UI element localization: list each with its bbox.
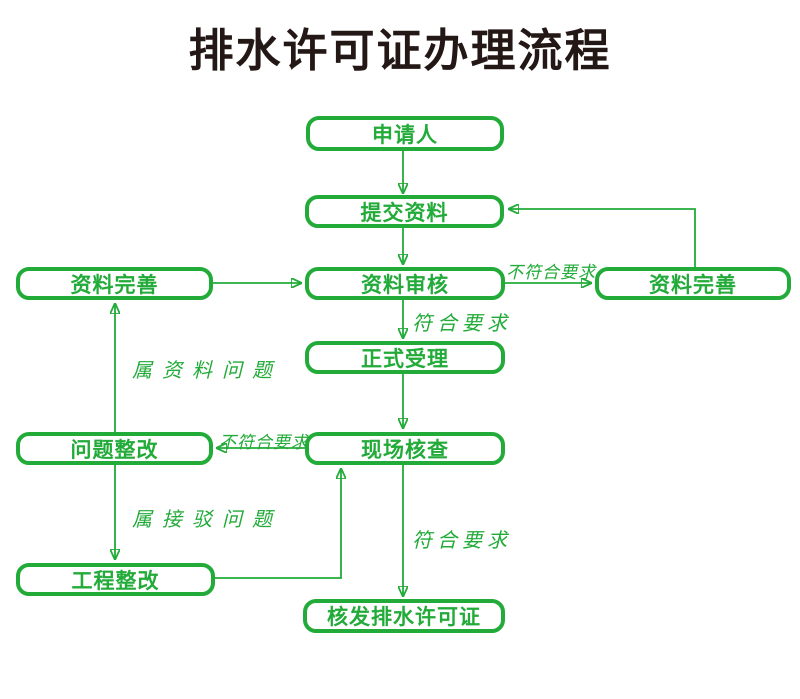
edge-improveright-submit — [510, 209, 696, 267]
node-problem-rectify: 问题整改 — [16, 432, 213, 465]
node-applicant: 申请人 — [306, 116, 504, 151]
edge-label-material-issue: 属资料问题 — [132, 360, 282, 382]
node-submit-materials: 提交资料 — [305, 195, 504, 228]
edge-projectfix-inspect — [215, 470, 341, 579]
node-issue-permit: 核发排水许可证 — [303, 599, 505, 633]
node-project-rectify: 工程整改 — [16, 563, 215, 596]
node-material-improve-right: 资料完善 — [595, 267, 791, 300]
page-title: 排水许可证办理流程 — [188, 25, 612, 76]
edge-label-notmeets-left: 不符合要求 — [219, 433, 309, 452]
edge-label-notmeets-right: 不符合要求 — [506, 263, 596, 282]
node-onsite-inspection: 现场核查 — [305, 432, 505, 465]
node-material-improve-left: 资料完善 — [16, 267, 213, 300]
node-formal-acceptance: 正式受理 — [305, 341, 505, 374]
edge-label-meets-upper: 符合要求 — [412, 313, 512, 335]
edge-label-connection-issue: 属接驳问题 — [132, 509, 282, 531]
node-material-review: 资料审核 — [305, 267, 505, 300]
edge-label-meets-lower: 符合要求 — [412, 530, 512, 552]
